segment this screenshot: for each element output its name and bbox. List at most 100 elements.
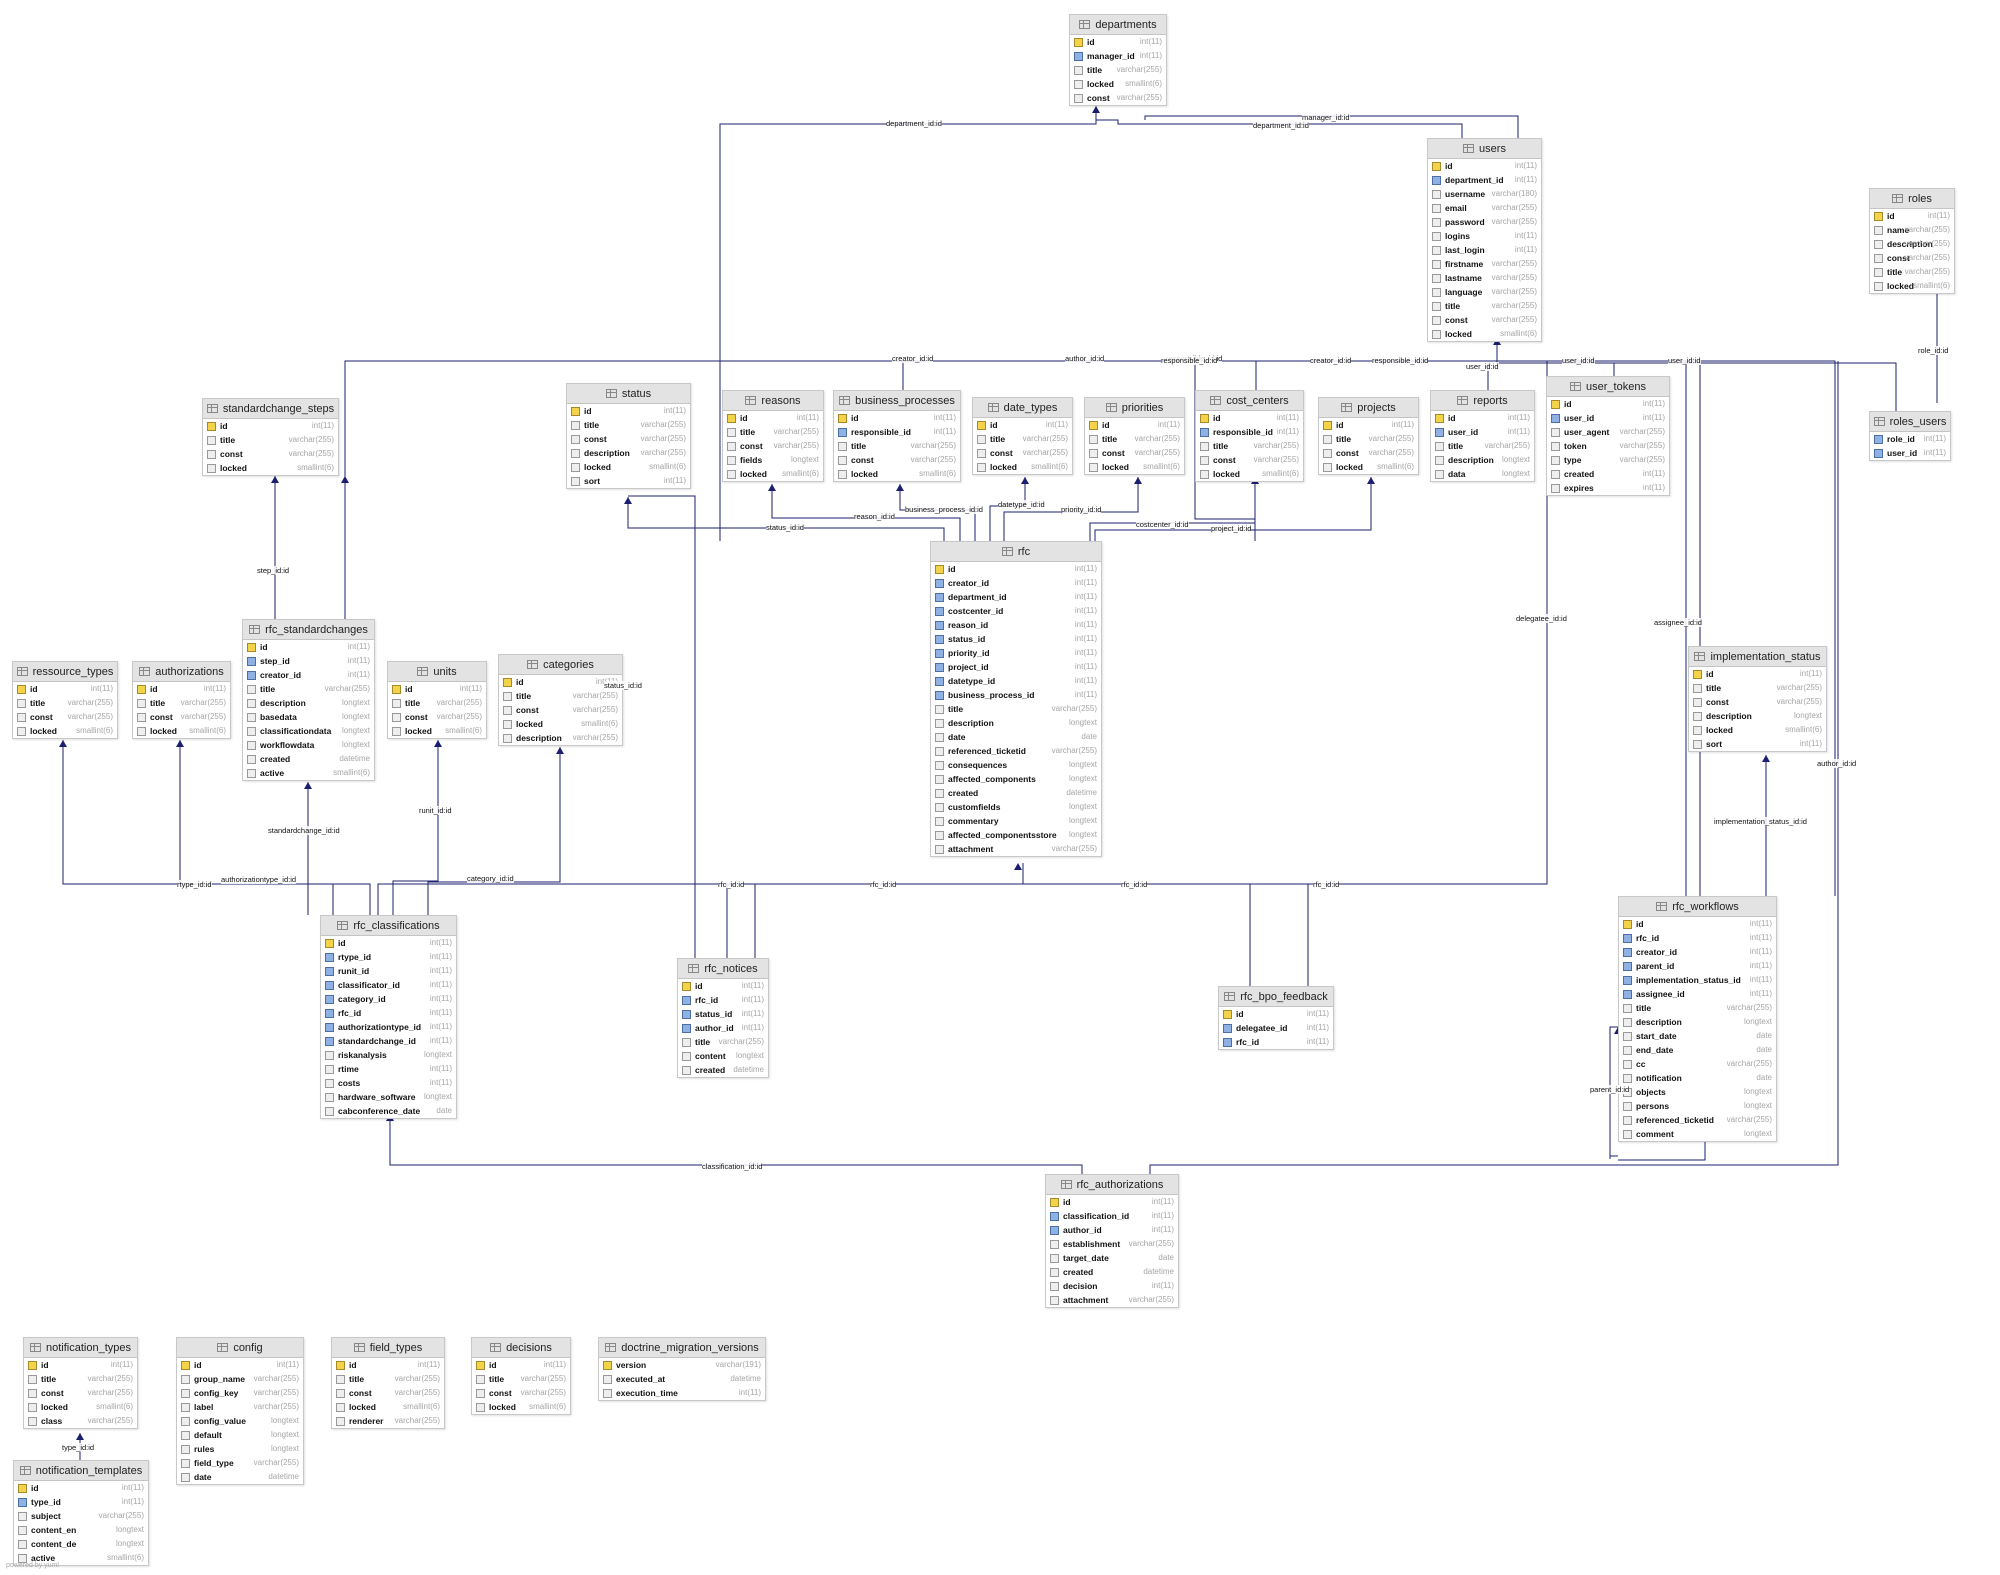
column-name: const — [1336, 448, 1359, 458]
column-type: varchar(255) — [1253, 455, 1299, 464]
relationship-line — [392, 740, 439, 915]
table-categories[interactable]: categoriesidint(11)titlevarchar(255)cons… — [498, 654, 623, 746]
column-icon — [1693, 726, 1702, 736]
table-title: categories — [543, 658, 594, 671]
foreign-key-icon — [1551, 414, 1560, 424]
primary-key-icon — [207, 422, 216, 432]
column-type: smallint(6) — [1377, 462, 1414, 471]
column-name: label — [194, 1402, 214, 1412]
table-icon — [1341, 403, 1353, 412]
column-icon — [476, 1403, 485, 1413]
relationship-line — [1618, 1142, 1706, 1161]
column-name: delegatee_id — [1236, 1023, 1288, 1033]
relationship-arrow — [59, 740, 67, 747]
column-icon — [1623, 1102, 1632, 1112]
column-icon — [1693, 712, 1702, 722]
column-type: smallint(6) — [1500, 329, 1537, 338]
relationship-label: rfc_id:id — [870, 880, 897, 889]
column-type: longtext — [1501, 455, 1530, 464]
column-name: content_en — [31, 1525, 77, 1535]
column-type: smallint(6) — [529, 1402, 566, 1411]
column-icon — [1432, 204, 1441, 214]
column-icon — [247, 699, 256, 709]
column-type: int(11) — [1923, 434, 1946, 443]
column-type: int(11) — [1151, 1281, 1174, 1290]
primary-key-icon — [838, 414, 847, 424]
column-name: created — [260, 754, 291, 764]
column-name: renderer — [349, 1416, 384, 1426]
relationship-arrow — [341, 476, 349, 483]
primary-key-icon — [18, 1484, 27, 1494]
column-type: int(11) — [429, 952, 452, 961]
column-type: longtext — [270, 1416, 299, 1425]
table-title: notification_types — [46, 1341, 131, 1354]
column-name: step_id — [260, 656, 290, 666]
table-header: reasons — [723, 391, 823, 411]
column-type: varchar(255) — [180, 698, 226, 707]
table-title: rfc_notices — [704, 962, 758, 975]
column-type: varchar(255) — [1051, 844, 1097, 853]
column-name: id — [338, 938, 346, 948]
primary-key-icon — [603, 1361, 612, 1371]
column-type: int(11) — [1074, 578, 1097, 587]
column-name: locked — [1213, 469, 1240, 479]
column-icon — [1874, 226, 1883, 236]
column-icon — [247, 685, 256, 695]
foreign-key-icon — [935, 663, 944, 673]
table-header: decisions — [472, 1338, 570, 1358]
column-type: smallint(6) — [1913, 281, 1950, 290]
column-type: varchar(255) — [1484, 441, 1530, 450]
table-header: categories — [499, 655, 622, 675]
column-name: fields — [740, 455, 763, 465]
table-title: rfc_workflows — [1672, 900, 1739, 913]
